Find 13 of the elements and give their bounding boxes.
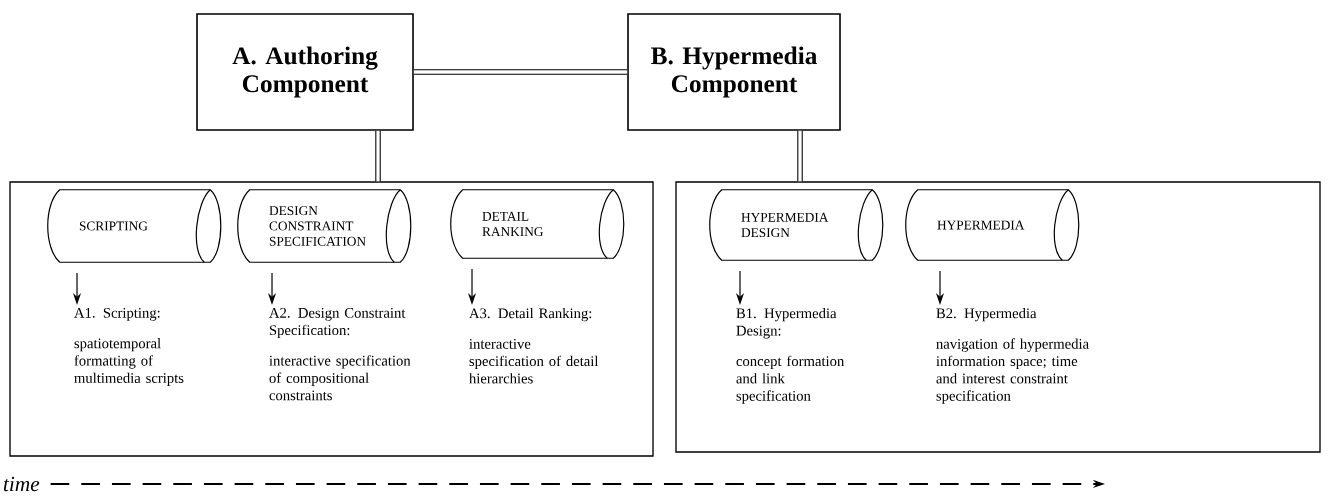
description-text: B2. Hypermedia navigation of hypermedia information space; time and interest constraint specification xyxy=(936,307,1089,404)
description-text: A3. Detail Ranking: interactive specification of detail hierarchies xyxy=(469,307,599,384)
double-line xyxy=(797,130,803,182)
double-line xyxy=(375,130,381,182)
description-text: A2. Design Constraint Specification: interactive specification of compositional constraints xyxy=(269,307,411,401)
description-text: A1. Scripting: spatiotemporal formatting of multimedia scripts xyxy=(74,307,184,386)
panel-box xyxy=(9,181,654,457)
component-box: B. Hypermedia Component xyxy=(627,13,841,131)
time-label: time xyxy=(3,476,40,492)
panel-box xyxy=(675,181,1321,453)
description-text: B1. Hypermedia Design: concept formation and link specification xyxy=(736,307,845,404)
component-box: A. Authoring Component xyxy=(196,13,414,131)
double-line xyxy=(413,69,628,75)
